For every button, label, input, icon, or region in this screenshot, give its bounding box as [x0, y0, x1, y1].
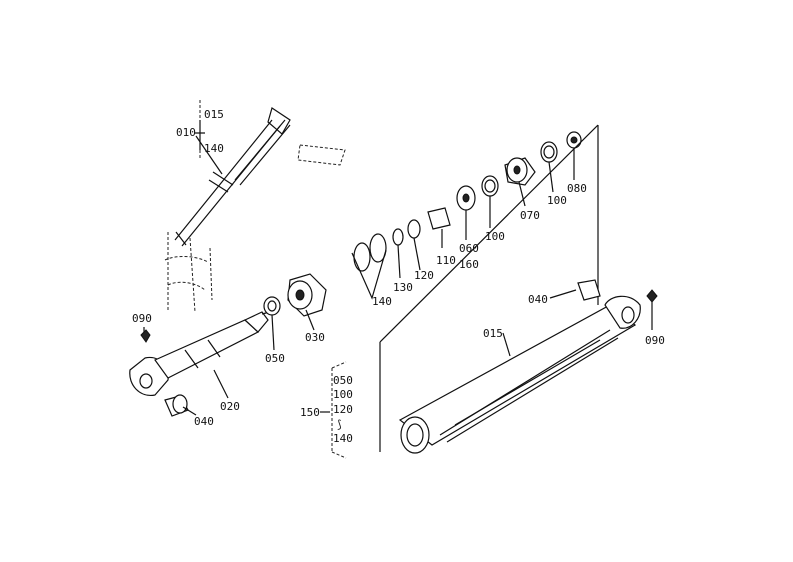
label-040-right: 040: [528, 293, 548, 306]
part-090-right-fitting: [646, 289, 658, 303]
part-015-cylinder-barrel: [398, 295, 641, 454]
part-080-cap: [566, 131, 582, 149]
barrel-frame: [379, 124, 599, 452]
part-090-left-fitting: [140, 329, 151, 343]
piston-rod: [129, 311, 271, 397]
label-015: 015: [483, 327, 503, 340]
kit-label-050: 050: [333, 374, 353, 387]
label-110: 110: [436, 254, 456, 267]
kit-range-mark: ⟆: [336, 418, 343, 431]
label-050: 050: [265, 352, 285, 365]
kit-label-140: 140: [333, 432, 353, 445]
part-030-gland: [287, 273, 327, 317]
label-130: 130: [393, 281, 413, 294]
label-120: 120: [414, 269, 434, 282]
part-120-ring: [407, 219, 421, 239]
label-assembly-015: 015: [204, 108, 224, 121]
part-040-right-bushing: [577, 279, 601, 301]
label-080: 080: [567, 182, 587, 195]
repair-kit-bracket: [331, 361, 347, 459]
part-100-ring-b: [540, 141, 558, 163]
label-100-a: 100: [485, 230, 505, 243]
kit-label-150: 150: [300, 406, 320, 419]
part-040-left-bushing: [164, 394, 189, 417]
part-110-bushing: [427, 207, 451, 230]
label-090-right: 090: [645, 334, 665, 347]
label-020: 020: [220, 400, 240, 413]
label-070: 070: [520, 209, 540, 222]
label-100-b: 100: [547, 194, 567, 207]
kit-label-100: 100: [333, 388, 353, 401]
label-assembly-010: 010: [176, 126, 196, 139]
label-040-left: 040: [194, 415, 214, 428]
label-160: 160: [459, 258, 479, 271]
part-050-ring: [263, 296, 281, 316]
label-140: 140: [372, 295, 392, 308]
part-100-ring-a: [481, 175, 499, 197]
kit-label-120: 120: [333, 403, 353, 416]
label-060: 060: [459, 242, 479, 255]
part-130-ring: [392, 228, 404, 246]
part-070-nut: [504, 157, 536, 186]
leader-lines: [143, 148, 653, 416]
label-090-left: 090: [132, 312, 152, 325]
label-assembly-140: 140: [204, 142, 224, 155]
label-030: 030: [305, 331, 325, 344]
part-060-piston: [456, 185, 476, 211]
